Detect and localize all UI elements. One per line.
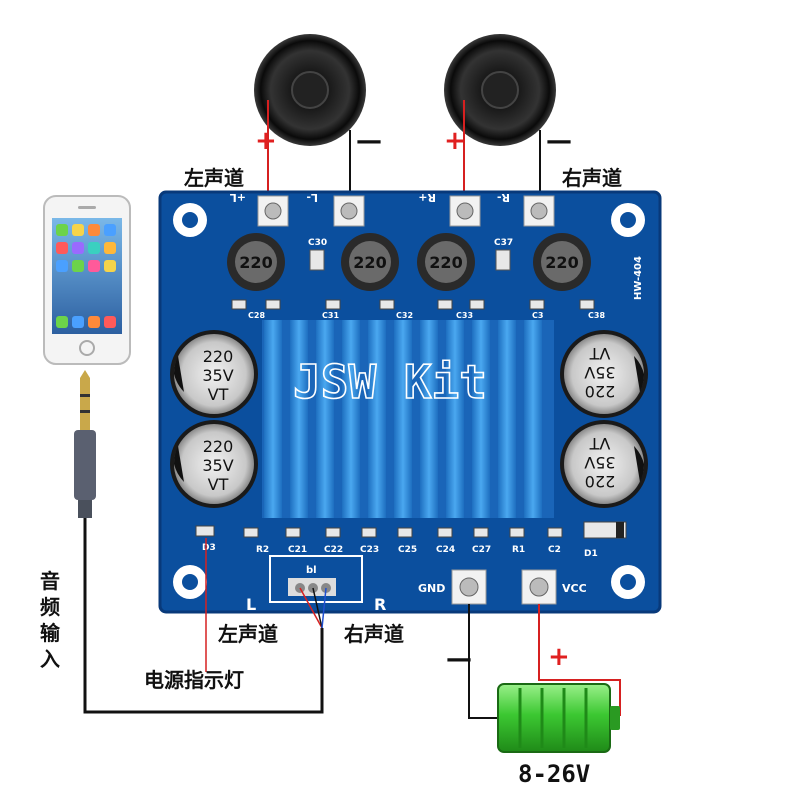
svg-text:220: 220 bbox=[585, 382, 616, 401]
heatsink bbox=[262, 320, 554, 518]
speaker-terminals bbox=[257, 195, 555, 227]
inductor-value: 220 bbox=[353, 253, 386, 272]
ref-r1: R1 bbox=[512, 545, 525, 555]
svg-text:bl: bl bbox=[306, 565, 317, 576]
battery-minus-sign: — bbox=[446, 644, 472, 674]
svg-text:220: 220 bbox=[585, 472, 616, 491]
channel-r-label: R bbox=[374, 595, 386, 614]
svg-text:35V: 35V bbox=[202, 456, 233, 475]
ref-c22: C22 bbox=[324, 545, 343, 555]
ref-r2: R2 bbox=[256, 545, 269, 555]
brand-label: JSW Kit bbox=[293, 355, 487, 409]
ref-c32: C32 bbox=[396, 311, 413, 320]
svg-text:35V: 35V bbox=[584, 453, 615, 472]
battery-icon bbox=[497, 683, 620, 753]
electrolytic-cap-bottom-left: 220 35V VT bbox=[170, 420, 258, 508]
terminal-label-l-minus: L- bbox=[306, 191, 318, 204]
svg-text:VT: VT bbox=[589, 434, 610, 453]
ref-c23: C23 bbox=[360, 545, 379, 555]
right-channel-top-label: 右声道 bbox=[562, 166, 622, 190]
terminal-label-r-minus: R- bbox=[497, 191, 510, 204]
wire-gnd bbox=[468, 604, 498, 719]
left-channel-bottom-label: 左声道 bbox=[218, 622, 278, 646]
voltage-label: 8-26V bbox=[518, 760, 591, 788]
svg-text:220: 220 bbox=[203, 347, 234, 366]
ref-c38: C38 bbox=[588, 311, 605, 320]
ref-c3: C3 bbox=[532, 311, 543, 320]
ref-c31: C31 bbox=[322, 311, 339, 320]
svg-text:220: 220 bbox=[203, 437, 234, 456]
gnd-label: GND bbox=[418, 582, 445, 595]
inductors: 220 220 220 220 bbox=[227, 233, 591, 291]
smartphone-icon bbox=[43, 195, 131, 365]
audio-cable bbox=[83, 518, 324, 714]
ref-c21: C21 bbox=[288, 545, 307, 555]
ref-d1: D1 bbox=[584, 549, 598, 559]
inductor-value: 220 bbox=[429, 253, 462, 272]
left-plus-sign: + bbox=[255, 126, 277, 156]
power-indicator-label: 电源指示灯 bbox=[144, 668, 244, 692]
wire-input-right bbox=[321, 587, 327, 629]
svg-text:35V: 35V bbox=[584, 363, 615, 382]
mounting-holes bbox=[173, 203, 645, 599]
inductor-value: 220 bbox=[239, 253, 272, 272]
ref-c30: C30 bbox=[308, 238, 327, 248]
terminal-label-l-plus: +L bbox=[230, 191, 246, 204]
left-channel-top-label: 左声道 bbox=[184, 166, 244, 190]
channel-l-label: L bbox=[246, 595, 256, 614]
ref-c33: C33 bbox=[456, 311, 473, 320]
ref-c37: C37 bbox=[494, 238, 513, 248]
smd-row-top bbox=[231, 299, 595, 310]
vcc-label: VCC bbox=[562, 582, 587, 595]
svg-text:VT: VT bbox=[208, 385, 229, 404]
svg-text:35V: 35V bbox=[202, 366, 233, 385]
battery-plus-sign: + bbox=[548, 642, 570, 672]
electrolytic-cap-top-right: 220 35V VT bbox=[560, 330, 648, 418]
right-minus-sign: — bbox=[546, 126, 572, 156]
ref-c27: C27 bbox=[472, 545, 491, 555]
ref-c25: C25 bbox=[398, 545, 417, 555]
model-label: HW-404 bbox=[633, 256, 644, 300]
ref-d3: D3 bbox=[202, 543, 216, 553]
amplifier-board: +L L- R+ R- 220 220 220 220 C30 C37 C28 bbox=[158, 190, 662, 614]
speaker-left bbox=[254, 34, 366, 146]
electrolytic-cap-top-left: 220 35V VT bbox=[170, 330, 258, 418]
svg-text:VT: VT bbox=[589, 344, 610, 363]
electrolytic-cap-bottom-right: 220 35V VT bbox=[560, 420, 648, 508]
wire-input-left bbox=[299, 587, 323, 629]
ref-c2: C2 bbox=[548, 545, 561, 555]
wire-vcc bbox=[538, 604, 621, 716]
left-minus-sign: — bbox=[356, 126, 382, 156]
speaker-right bbox=[444, 34, 556, 146]
inductor-value: 220 bbox=[545, 253, 578, 272]
audio-jack-icon bbox=[74, 370, 96, 518]
wire-input-gnd bbox=[312, 587, 323, 629]
ref-c24: C24 bbox=[436, 545, 455, 555]
terminal-label-r-plus: R+ bbox=[418, 191, 436, 204]
ref-c28: C28 bbox=[248, 311, 265, 320]
audio-input-label: 音 频 输 入 bbox=[40, 569, 60, 671]
svg-text:VT: VT bbox=[208, 475, 229, 494]
right-plus-sign: + bbox=[444, 126, 466, 156]
smd-row-bottom bbox=[195, 521, 627, 539]
right-channel-bottom-label: 右声道 bbox=[344, 622, 404, 646]
